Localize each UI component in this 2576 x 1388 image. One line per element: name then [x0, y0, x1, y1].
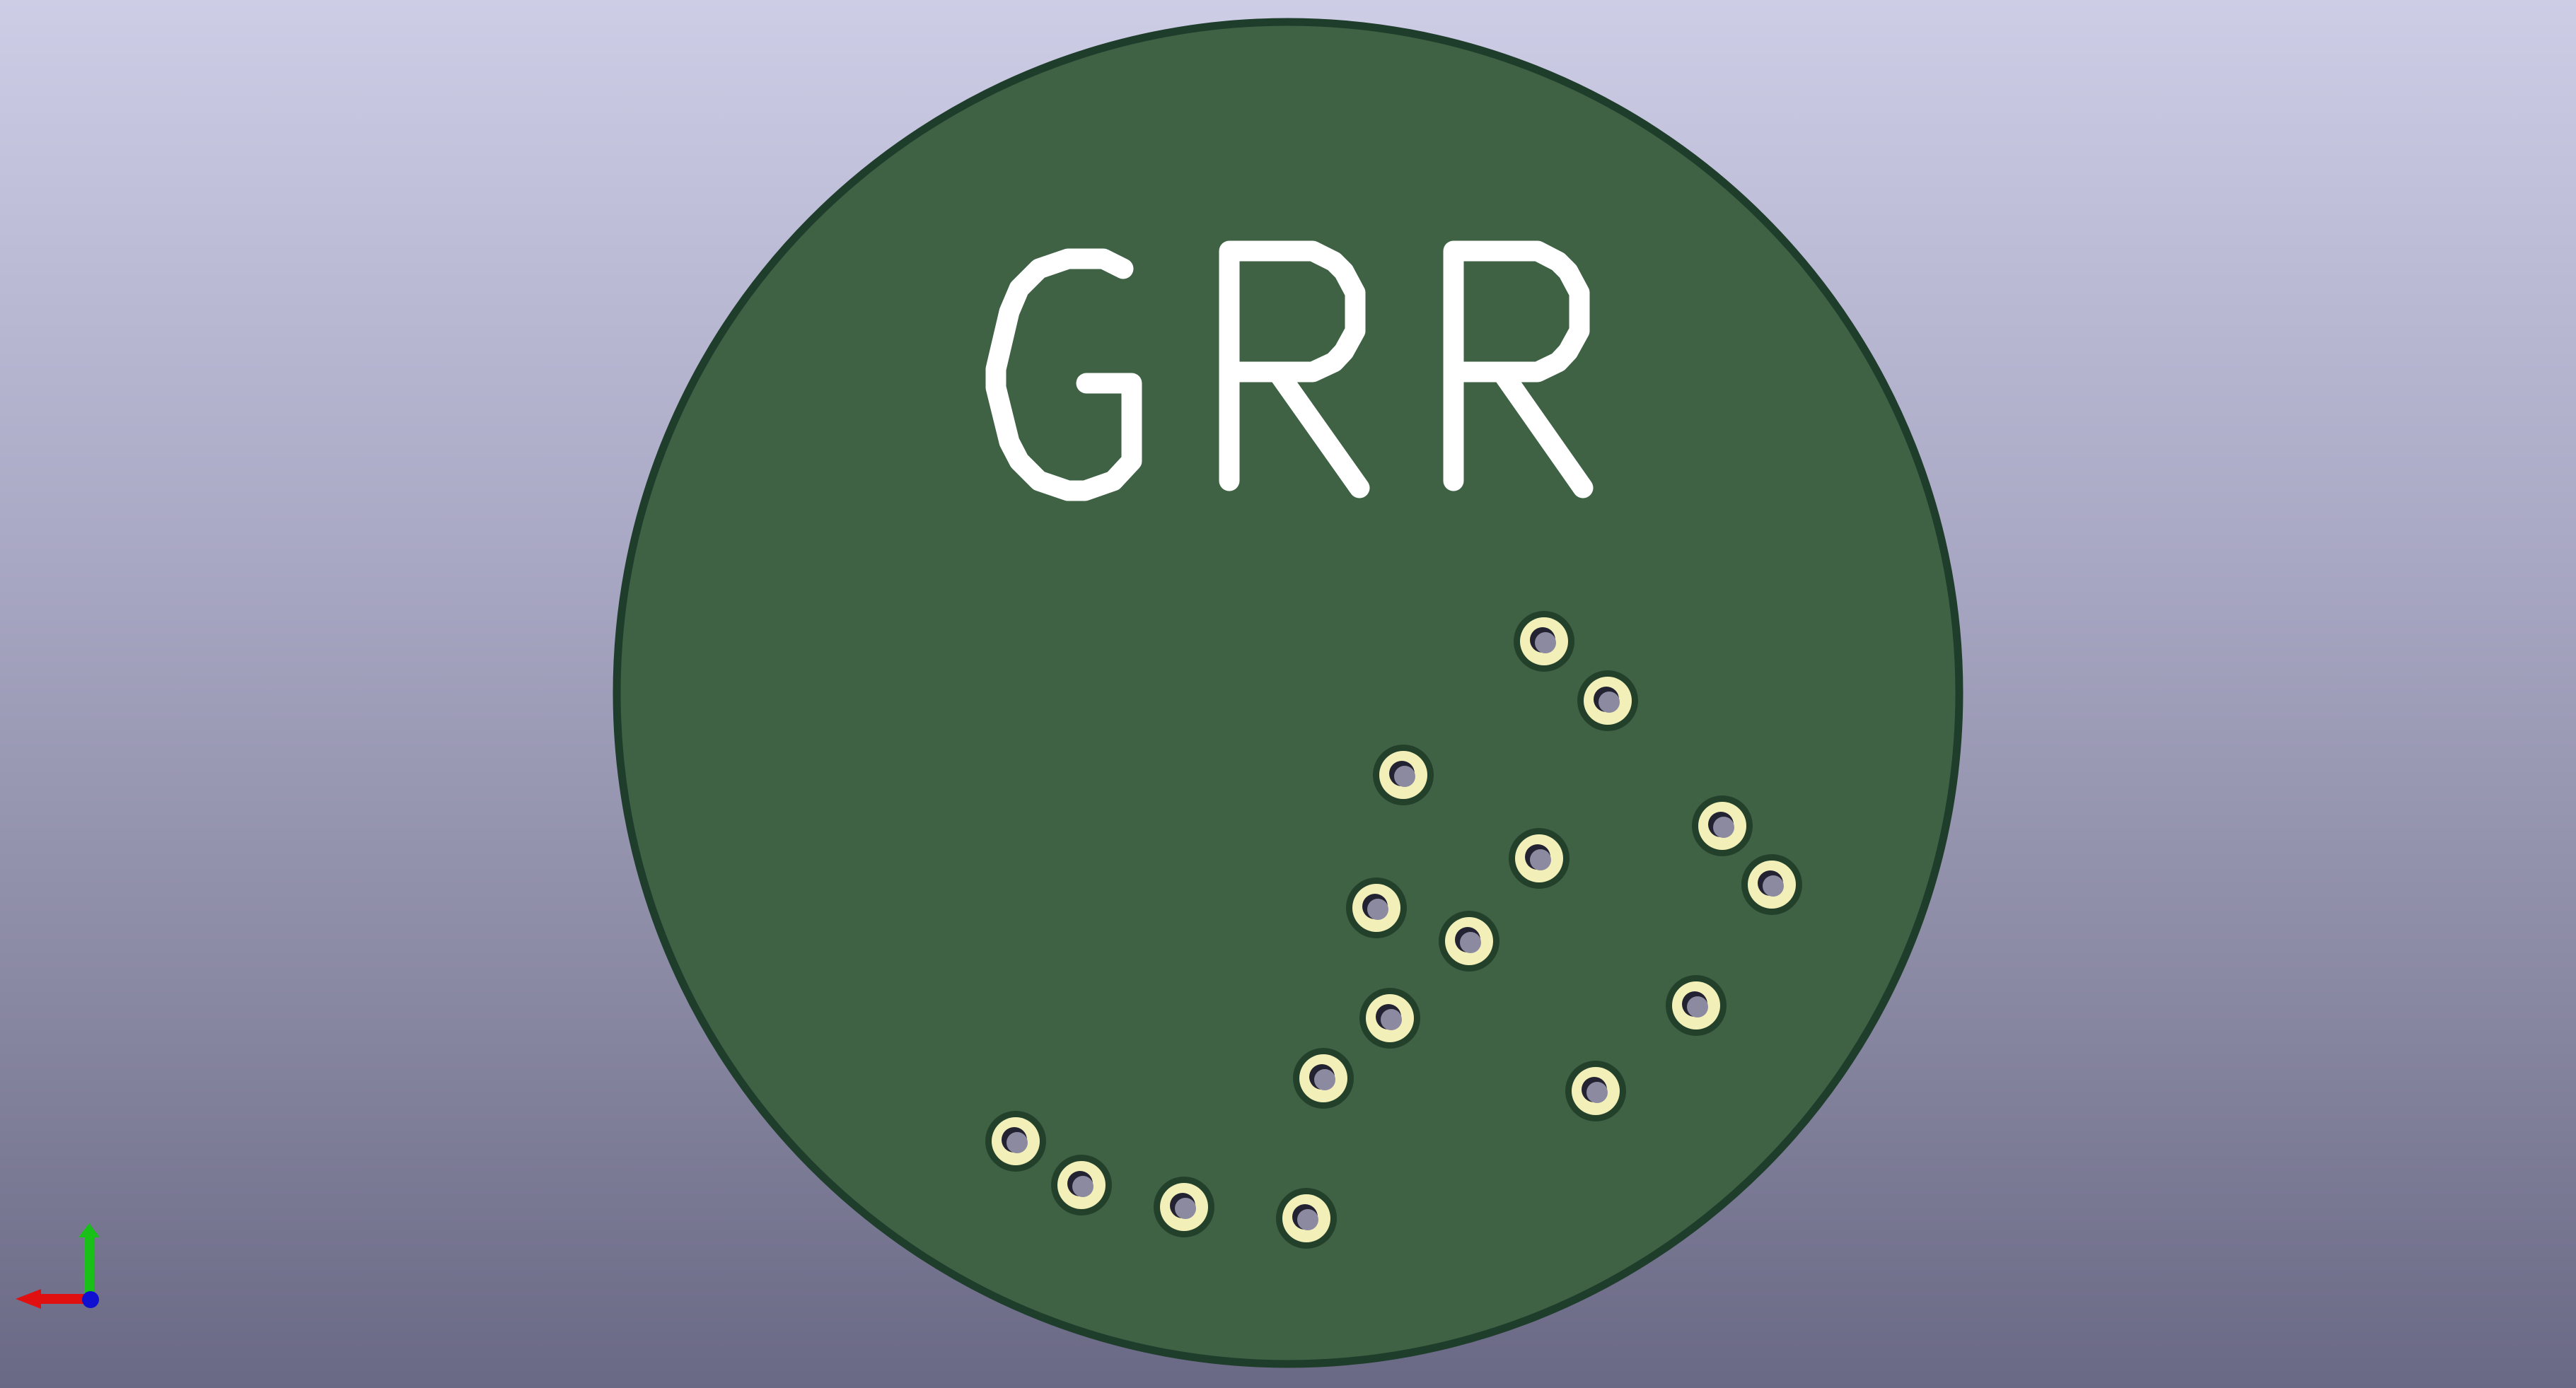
x-axis-arrow-icon — [16, 1289, 41, 1309]
silkscreen-letter-r-1 — [1219, 240, 1370, 498]
y-axis-shaft — [84, 1232, 94, 1297]
through-hole-pad — [1509, 828, 1570, 889]
silkscreen-letter-g — [985, 248, 1142, 501]
through-hole-pad — [1051, 1155, 1112, 1215]
through-hole-pad — [1359, 988, 1420, 1049]
silkscreen-letter-r-2 — [1443, 240, 1594, 498]
through-hole-pad — [1293, 1048, 1354, 1109]
through-hole-pad — [985, 1111, 1046, 1172]
axis-orientation-gizmo — [16, 1223, 100, 1309]
through-hole-pad — [1692, 795, 1753, 856]
silkscreen-text — [985, 240, 1594, 501]
through-hole-pad — [1666, 975, 1727, 1036]
through-hole-pad — [1346, 877, 1407, 938]
through-hole-pads — [985, 611, 1802, 1249]
through-hole-pad — [1276, 1188, 1337, 1249]
through-hole-pad — [1514, 611, 1574, 672]
pcb-board[interactable] — [613, 18, 1963, 1368]
through-hole-pad — [1373, 745, 1434, 805]
through-hole-pad — [1154, 1177, 1214, 1237]
x-axis-shaft — [35, 1294, 89, 1304]
y-axis-arrow-icon — [79, 1223, 100, 1237]
through-hole-pad — [1577, 670, 1638, 731]
through-hole-pad — [1439, 911, 1499, 972]
through-hole-pad — [1741, 854, 1802, 915]
z-axis-dot-icon — [82, 1291, 99, 1308]
through-hole-pad — [1565, 1061, 1626, 1121]
